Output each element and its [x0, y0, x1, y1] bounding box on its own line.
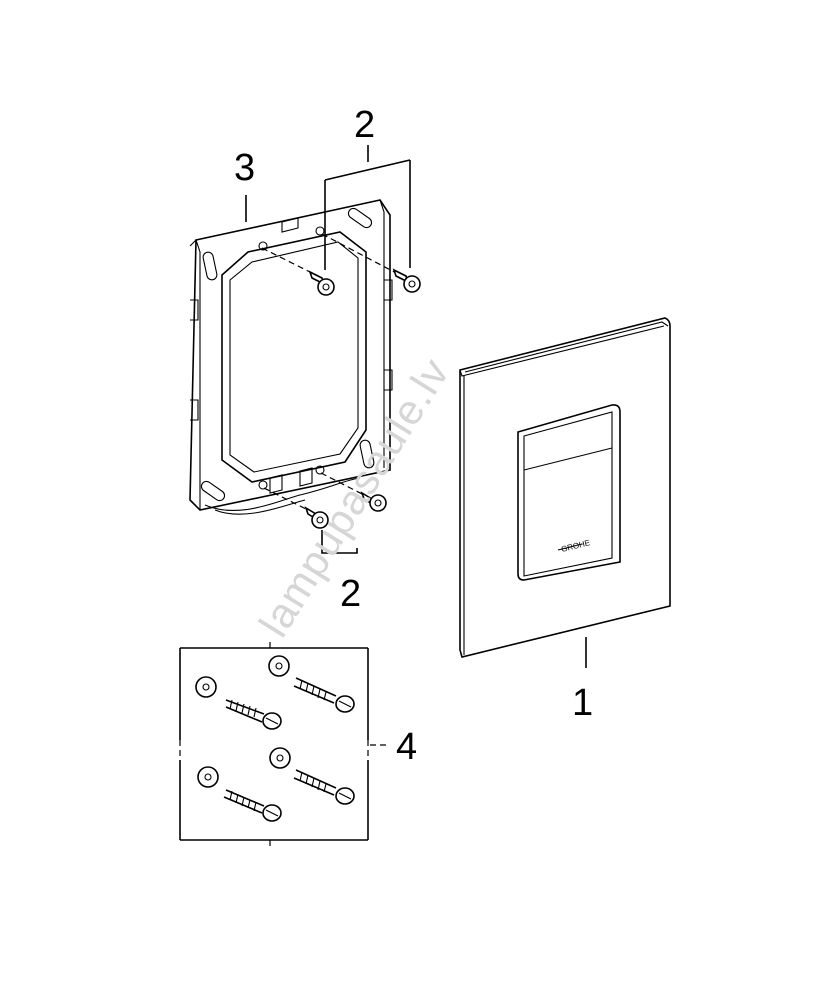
label-part-1: 1 [572, 682, 593, 724]
long-screw [225, 699, 282, 730]
washer [269, 747, 291, 769]
long-screw [293, 677, 355, 713]
long-screw [293, 769, 355, 805]
washer [195, 676, 217, 698]
washer [268, 655, 290, 677]
long-screw [223, 789, 282, 822]
label-part-2-bottom: 2 [340, 573, 361, 615]
fixing-kit-box [179, 640, 388, 850]
screw-set-part-2 [261, 145, 421, 554]
svg-text:GROHE: GROHE [560, 538, 591, 554]
flush-plate: GROHE [459, 317, 671, 668]
washer [197, 766, 219, 788]
label-part-4: 4 [396, 726, 417, 768]
label-part-2-top: 2 [354, 104, 375, 146]
label-part-3: 3 [234, 147, 255, 189]
mounting-frame [189, 199, 393, 515]
